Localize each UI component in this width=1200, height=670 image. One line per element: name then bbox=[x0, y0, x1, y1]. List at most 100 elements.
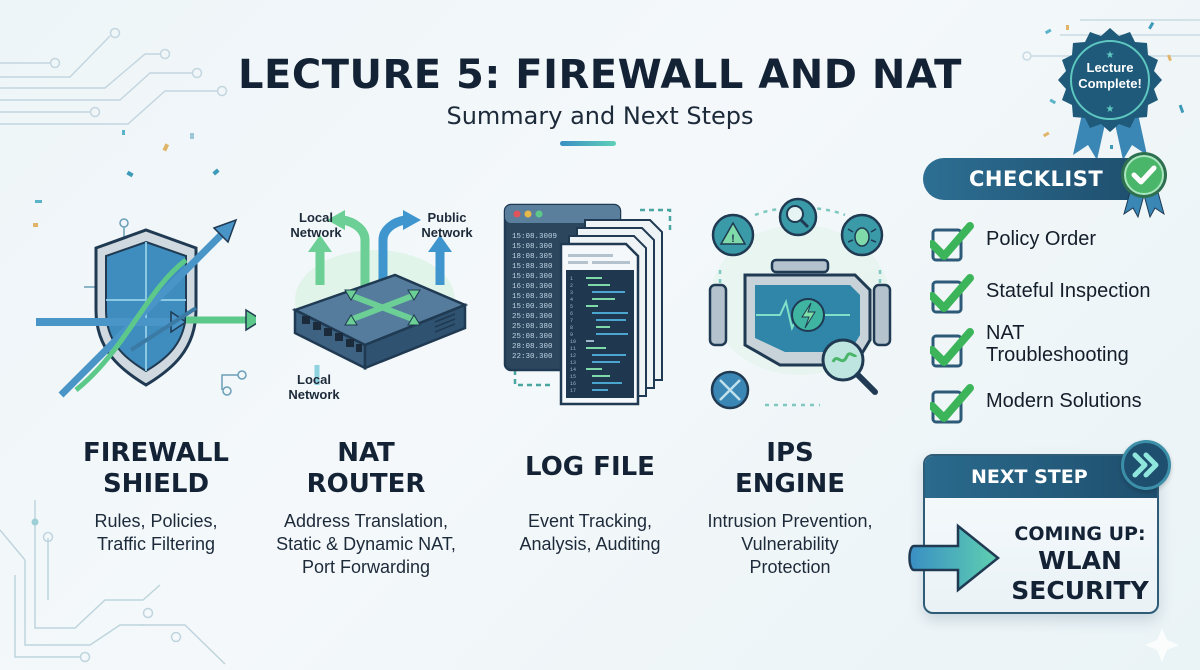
checkbox-checked-icon[interactable] bbox=[930, 222, 974, 266]
checklist-item-label: Policy Order bbox=[986, 228, 1097, 250]
log-line-number: 1 bbox=[570, 276, 573, 282]
arrow-right-icon bbox=[908, 523, 1001, 593]
card-desc-log: Event Tracking, Analysis, Auditing bbox=[480, 510, 700, 556]
log-line-number: 15 bbox=[570, 374, 576, 380]
log-timestamp: 25:08.380 bbox=[512, 323, 553, 331]
log-line-number: 4 bbox=[570, 297, 573, 303]
card-desc-line: Static & Dynamic NAT, bbox=[276, 534, 456, 554]
card-title-line: ENGINE bbox=[734, 469, 846, 499]
checklist-medal-icon bbox=[1121, 152, 1167, 218]
checkbox-checked-icon[interactable] bbox=[930, 274, 974, 318]
log-line-number: 17 bbox=[570, 388, 576, 394]
checklist-item[interactable]: NAT Troubleshooting bbox=[930, 322, 1200, 368]
card-firewall-shield bbox=[36, 190, 264, 420]
checkbox-checked-icon[interactable] bbox=[930, 328, 974, 372]
svg-text:★: ★ bbox=[1106, 50, 1115, 61]
log-timestamp: 15:08.300 bbox=[512, 273, 553, 281]
label-line: Local bbox=[299, 210, 333, 225]
badge-line-1: Lecture bbox=[1086, 60, 1134, 75]
lecture-complete-badge-icon: ★ ★ bbox=[1058, 28, 1162, 160]
card-title-firewall: FIREWALL SHIELD bbox=[46, 438, 266, 500]
checklist-item[interactable]: Stateful Inspection bbox=[930, 268, 1200, 314]
nat-label-local-bottom: Local Network bbox=[284, 372, 344, 402]
label-line: NAT bbox=[986, 322, 1025, 344]
card-desc-line: Vulnerability bbox=[741, 534, 839, 554]
checklist-item-label: Modern Solutions bbox=[986, 390, 1142, 412]
nat-label-local-top: Local Network bbox=[286, 210, 346, 240]
log-timestamp: 25:08.300 bbox=[512, 313, 553, 321]
card-title-line: LOG FILE bbox=[525, 452, 655, 482]
log-timestamp: 22:30.300 bbox=[512, 353, 553, 361]
log-timestamp: 15:08.300 bbox=[512, 243, 553, 251]
card-title-nat: NAT ROUTER bbox=[256, 438, 476, 500]
checklist-item[interactable]: Modern Solutions bbox=[930, 378, 1200, 424]
label-line: Troubleshooting bbox=[986, 344, 1129, 366]
checklist-item-label: NAT Troubleshooting bbox=[986, 322, 1129, 366]
label-line: Public bbox=[427, 210, 467, 225]
card-title-line: ROUTER bbox=[306, 469, 426, 499]
lecture-complete-label: Lecture Complete! bbox=[1063, 60, 1157, 92]
checklist-item[interactable]: Policy Order bbox=[930, 216, 1200, 262]
card-desc-firewall: Rules, Policies, Traffic Filtering bbox=[46, 510, 266, 556]
next-step-line: COMING UP: bbox=[1014, 523, 1146, 545]
log-timestamp: 28:08.300 bbox=[512, 343, 553, 351]
bug-bubble bbox=[840, 213, 884, 257]
card-title-line: FIREWALL bbox=[83, 438, 229, 468]
card-desc-line: Analysis, Auditing bbox=[519, 534, 661, 554]
log-line-number: 8 bbox=[570, 325, 573, 331]
log-line-number: 14 bbox=[570, 367, 576, 373]
checklist-item-label: Stateful Inspection bbox=[986, 280, 1151, 302]
log-line-number: 12 bbox=[570, 353, 576, 359]
log-timestamp: 18:08.305 bbox=[512, 253, 553, 261]
svg-text:!: ! bbox=[731, 233, 735, 245]
log-timestamp: 15:08.3009 bbox=[512, 233, 557, 241]
next-step-button[interactable] bbox=[1121, 440, 1171, 490]
nat-label-public: Public Network bbox=[415, 210, 479, 240]
warning-bubble: ! bbox=[711, 213, 755, 257]
label-line: Local bbox=[297, 372, 331, 387]
card-title-ips: IPS ENGINE bbox=[680, 438, 900, 500]
blocked-bubble bbox=[710, 370, 750, 410]
log-timestamp: 16:08.300 bbox=[512, 283, 553, 291]
label-line: Network bbox=[290, 225, 342, 240]
next-step-topic: COMING UP: WLAN SECURITY bbox=[1000, 522, 1160, 606]
search-bubble bbox=[778, 197, 818, 237]
card-title-log: LOG FILE bbox=[480, 452, 700, 483]
checkbox-checked-icon[interactable] bbox=[930, 384, 974, 428]
next-step-panel[interactable]: NEXT STEP bbox=[923, 454, 1159, 614]
card-title-line: IPS bbox=[766, 438, 814, 468]
log-timestamp: 25:08.300 bbox=[512, 333, 553, 341]
log-line-number: 6 bbox=[570, 311, 573, 317]
log-line-number: 16 bbox=[570, 381, 576, 387]
card-ips-engine: ! bbox=[690, 190, 910, 420]
card-desc-line: Traffic Filtering bbox=[96, 534, 216, 554]
card-desc-nat: Address Translation, Static & Dynamic NA… bbox=[256, 510, 476, 579]
log-timestamp: 15:08.380 bbox=[512, 293, 553, 301]
double-chevron-right-icon bbox=[1132, 452, 1159, 478]
log-line-number: 5 bbox=[570, 304, 573, 310]
label-line: Network bbox=[421, 225, 473, 240]
log-line-number: 9 bbox=[570, 332, 573, 338]
card-desc-line: Intrusion Prevention, bbox=[707, 511, 873, 531]
page-subtitle: Summary and Next Steps bbox=[446, 102, 754, 130]
title-divider bbox=[560, 141, 616, 146]
page-title: LECTURE 5: FIREWALL AND NAT bbox=[238, 52, 962, 98]
log-line-number: 11 bbox=[570, 346, 576, 352]
log-line-number: 10 bbox=[570, 339, 576, 345]
card-desc-line: Port Forwarding bbox=[301, 557, 431, 577]
log-line-number: 3 bbox=[570, 290, 573, 296]
card-title-line: SHIELD bbox=[102, 469, 210, 499]
card-desc-line: Rules, Policies, bbox=[94, 511, 218, 531]
checklist-header: CHECKLIST bbox=[923, 158, 1135, 200]
sparkle-icon bbox=[1145, 628, 1179, 662]
next-step-line: WLAN bbox=[1038, 546, 1122, 575]
nat-router-icon bbox=[265, 190, 485, 420]
log-timestamp: 15:00.300 bbox=[512, 303, 553, 311]
next-step-header: NEXT STEP bbox=[925, 456, 1157, 498]
svg-text:★: ★ bbox=[1106, 104, 1115, 115]
card-nat-router bbox=[265, 190, 485, 420]
card-desc-line: Protection bbox=[749, 557, 831, 577]
label-line: Network bbox=[288, 387, 340, 402]
